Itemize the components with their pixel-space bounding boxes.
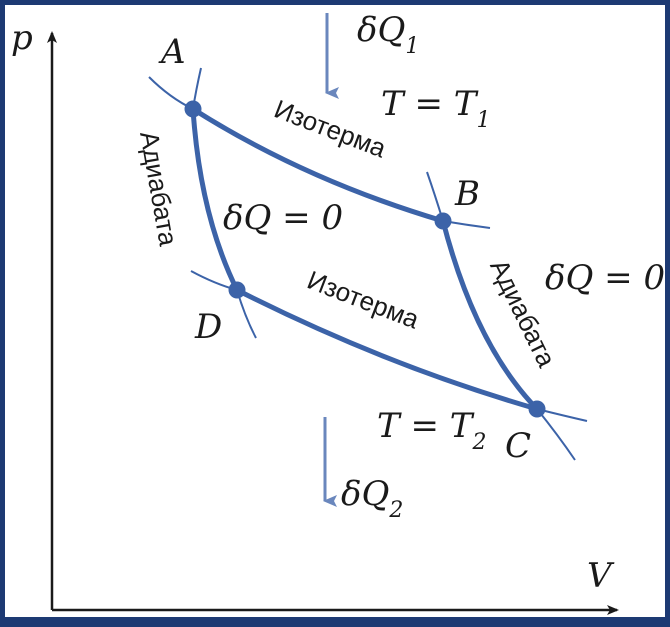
heat-out-label: δQ2 (341, 474, 403, 523)
temperature-t2-label: T = T2 (377, 406, 486, 455)
dq-zero-inside-label: δQ = 0 (223, 198, 343, 238)
isotherm-top-label: Изотерма (270, 94, 391, 164)
adiabat-da (190, 108, 240, 292)
y-axis-label: p (11, 18, 33, 58)
adiabat-bc (440, 220, 539, 411)
point-b-dot (434, 212, 452, 230)
x-axis-label: V (587, 556, 615, 596)
dq-zero-right-label: δQ = 0 (545, 258, 665, 298)
point-d-dot (228, 281, 246, 299)
temperature-t1-label: T = T1 (381, 84, 490, 133)
heat-in-label: δQ1 (357, 10, 419, 59)
point-b-label: B (454, 174, 480, 214)
point-c-label: C (505, 426, 531, 466)
isotherm-cd (235, 287, 538, 412)
point-a-dot (184, 100, 202, 118)
carnot-cycle-diagram: p V A B C D Изотерма Изотерма Адиабата А… (11, 10, 665, 615)
isotherm-bottom-label: Изотерма (303, 265, 424, 335)
point-d-label: D (194, 307, 222, 347)
point-a-label: A (158, 32, 186, 72)
point-c-dot (528, 400, 546, 418)
isotherm-ab (191, 106, 444, 224)
adiabat-left-label: Адиабата (134, 129, 184, 249)
